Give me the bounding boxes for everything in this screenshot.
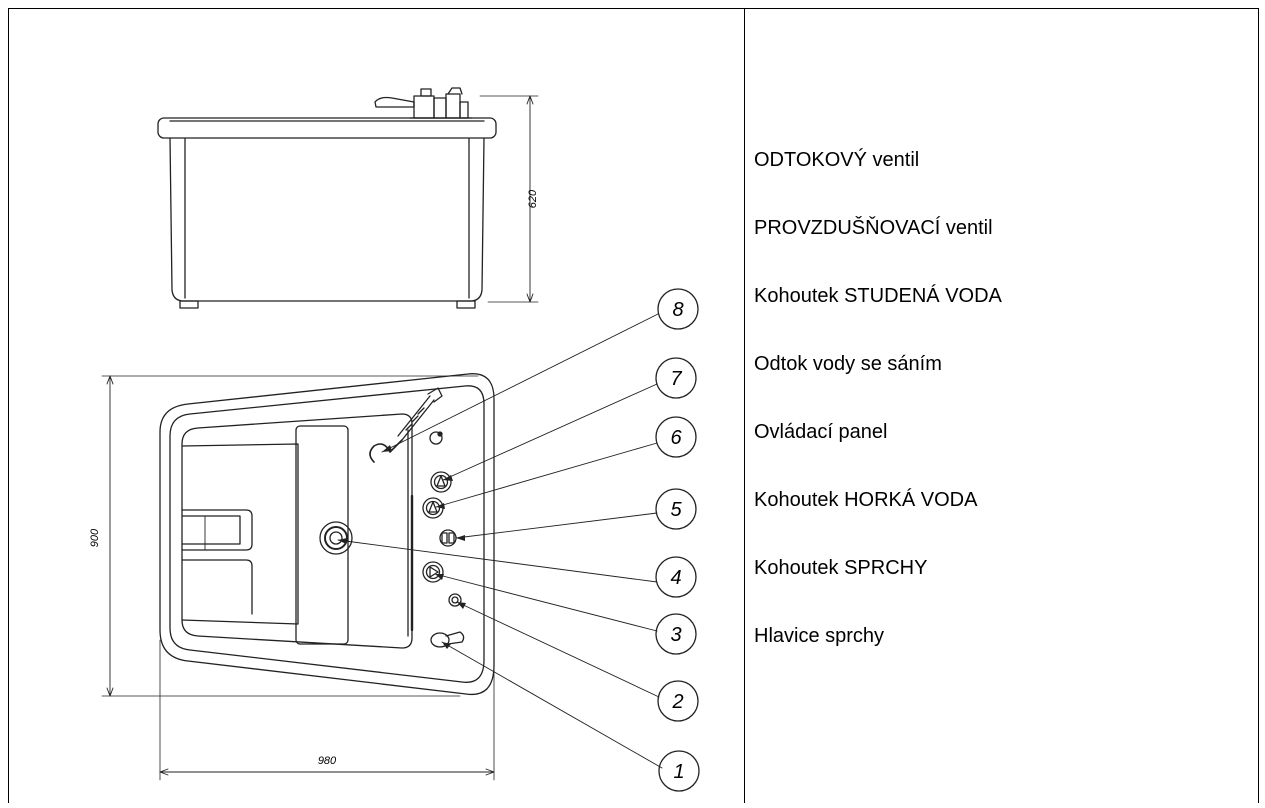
- drain-icon: [319, 521, 353, 555]
- dimension-depth-label: 900: [89, 528, 101, 547]
- legend-item: Ovládací panel: [754, 421, 888, 443]
- control-panel-icon: [439, 529, 457, 547]
- table-border-right: [1258, 8, 1259, 803]
- dimension-width-label: 980: [318, 755, 337, 767]
- leader-5: [455, 512, 658, 539]
- callout-number-1: 1: [673, 761, 684, 783]
- callout-number-3: 3: [670, 624, 681, 646]
- parts-legend: ODTOKOVÝ ventil PROVZDUŠŇOVACÍ ventil Ko…: [754, 148, 1254, 692]
- leader-2: [456, 601, 660, 698]
- legend-item: Odtok vody se sáním: [754, 353, 942, 375]
- table-border-left: [8, 8, 9, 803]
- callout-circle-5: [655, 488, 697, 530]
- callout-circle-4: [655, 556, 697, 598]
- dimension-width: [159, 639, 495, 781]
- dimension-height-label: 620: [527, 189, 539, 208]
- technical-drawing: 620 900 980 8 7 6 5 4 3 2 1: [10, 10, 743, 803]
- legend-item: Kohoutek HORKÁ VODA: [754, 489, 978, 511]
- hot-water-tap-icon: [422, 497, 444, 519]
- top-view-basin: [181, 413, 413, 649]
- callout-circle-1: [658, 750, 700, 792]
- callout-circle-6: [655, 416, 697, 458]
- top-view-outer-rim: [159, 373, 495, 696]
- top-view-step-lower: [181, 559, 253, 615]
- top-view-inner-rim: [169, 385, 485, 683]
- table-column-divider: [744, 8, 745, 803]
- legend-item: ODTOKOVÝ ventil: [754, 149, 920, 171]
- leader-1: [441, 641, 663, 769]
- callout-number-5: 5: [670, 499, 682, 521]
- drain-valve-handle-icon: [430, 631, 465, 648]
- callout-number-2: 2: [671, 691, 683, 713]
- top-view: [101, 373, 495, 781]
- top-view-step-inner: [181, 515, 241, 545]
- dimension-height: [479, 95, 539, 303]
- side-view-faucet: [374, 87, 473, 119]
- vent-valve-icon: [448, 593, 462, 607]
- leader-lines: [337, 313, 663, 769]
- callout-number-4: 4: [670, 567, 681, 589]
- legend-item: Hlavice sprchy: [754, 625, 885, 647]
- callout-circle-7: [655, 357, 697, 399]
- cold-water-tap-icon: [430, 471, 452, 493]
- shower-tap-icon: [422, 561, 444, 583]
- side-view-foot: [179, 300, 199, 309]
- callout-circle-2: [657, 680, 699, 722]
- leader-3: [434, 573, 658, 632]
- callout-circles: [655, 288, 700, 792]
- legend-item: PROVZDUŠŇOVACÍ ventil: [754, 217, 993, 239]
- bath-drawing-svg: 620 900 980 8 7 6 5 4 3 2 1: [89, 87, 700, 792]
- callout-number-7: 7: [670, 368, 682, 390]
- callout-number-8: 8: [672, 299, 683, 321]
- top-view-center-panel: [295, 425, 349, 645]
- legend-item: Kohoutek STUDENÁ VODA: [754, 285, 1002, 307]
- air-valve-knob-icon: [429, 431, 443, 445]
- air-valve-knob-dot: [437, 431, 443, 437]
- shower-head-icon: [369, 387, 443, 463]
- legend-item: Kohoutek SPRCHY: [754, 557, 928, 579]
- side-view-tub-body: [169, 137, 485, 302]
- top-view-step-upper: [181, 509, 253, 551]
- callout-circle-8: [657, 288, 699, 330]
- leader-7: [442, 383, 658, 481]
- side-view: [157, 87, 539, 309]
- table-border-top: [8, 8, 1259, 9]
- callout-number-6: 6: [670, 427, 682, 449]
- dimension-depth: [101, 375, 479, 697]
- side-view-rim: [157, 117, 497, 139]
- leader-arrowheads: [338, 445, 466, 649]
- callout-circle-3: [655, 613, 697, 655]
- leader-8: [381, 313, 659, 453]
- side-view-foot: [456, 300, 476, 309]
- leader-6: [435, 442, 658, 508]
- top-view-bench: [181, 443, 299, 625]
- leader-4: [337, 539, 658, 583]
